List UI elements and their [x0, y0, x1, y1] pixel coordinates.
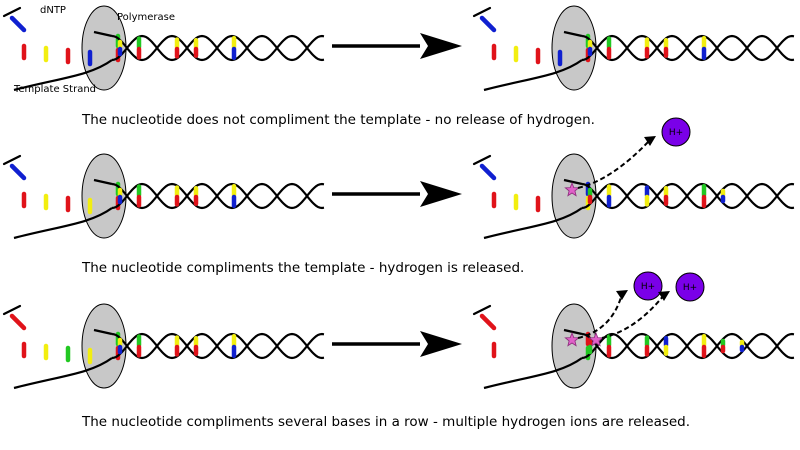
reaction-arrow-head-row-2 [420, 181, 462, 207]
primer-strand-start [563, 30, 583, 38]
dntp-stalk [472, 6, 492, 18]
reaction-arrow-head-row-1 [420, 33, 462, 59]
helix-strand-top [581, 332, 795, 360]
helix-strand-bottom [111, 332, 325, 360]
polymerase-label: Polymerase [117, 12, 175, 23]
hydrogen-ion-label-row-2-1: H+ [669, 128, 683, 138]
helix-strand-top [111, 332, 325, 360]
reaction-arrow-head-row-3 [420, 331, 462, 357]
template-strand-line [483, 207, 583, 240]
release-path-row-3-1 [577, 293, 623, 339]
primer-strand-start [93, 178, 113, 186]
dntp-base [9, 313, 27, 331]
release-spark-row-3-2 [588, 331, 604, 347]
dntp-base [9, 15, 27, 33]
dna-panel-before-row-2 [2, 153, 325, 240]
dna-panel-before-row-3 [2, 303, 325, 390]
dna-panel-before-row-1 [2, 5, 325, 92]
dntp-stalk [472, 304, 492, 316]
dntp-stalk [472, 154, 492, 166]
dntp-stalk [2, 154, 22, 166]
release-arrowhead-row-3-1 [616, 290, 628, 300]
hydrogen-ion-label-row-3-1: H+ [641, 282, 655, 292]
hydrogen-ion-label-row-3-2: H+ [683, 283, 697, 293]
hydrogen-ion-row-3-1 [633, 271, 663, 301]
template-strand-line [13, 207, 113, 240]
dntp-stalk [2, 6, 22, 18]
release-arrowhead-row-3-2 [658, 291, 670, 301]
primer-strand-start [563, 328, 583, 336]
dntp-stalk [2, 304, 22, 316]
template-strand-line [13, 357, 113, 390]
primer-strand-start [93, 328, 113, 336]
dna-panel-after-row-1 [472, 5, 795, 92]
primer-strand-start [563, 178, 583, 186]
helix-strand-bottom [581, 332, 795, 360]
caption-multiple-release: The nucleotide compliments several bases… [81, 414, 690, 430]
helix-strand-bottom [111, 182, 325, 210]
dna-panel-after-row-3 [472, 303, 795, 390]
template-strand-line [483, 357, 583, 390]
primer-strand-start [93, 30, 113, 38]
dntp-base [9, 163, 27, 181]
helix-strand-bottom [581, 182, 795, 210]
diagram-art: H+ H+ H+ [2, 5, 795, 390]
dntp-base [479, 313, 497, 331]
template-strand-label: Template Strand [13, 84, 96, 95]
dntp-base [479, 163, 497, 181]
hydrogen-ion-row-3-2 [675, 272, 705, 302]
release-spark-row-2-1 [564, 181, 580, 197]
caption-single-release: The nucleotide compliments the template … [81, 260, 524, 276]
caption-no-release: The nucleotide does not compliment the t… [81, 112, 595, 128]
helix-strand-bottom [111, 34, 325, 62]
helix-strand-top [581, 182, 795, 210]
release-path-row-3-2 [601, 294, 665, 339]
helix-strand-top [111, 182, 325, 210]
release-arrowhead-row-2-1 [644, 136, 656, 146]
hydrogen-ion-row-2-1 [661, 117, 691, 147]
template-strand-line [13, 59, 113, 92]
helix-strand-bottom [581, 34, 795, 62]
helix-strand-top [111, 34, 325, 62]
dna-panel-after-row-2 [472, 153, 795, 240]
dntp-base [479, 15, 497, 33]
dntp-label: dNTP [40, 5, 66, 16]
template-strand-line [483, 59, 583, 92]
release-spark-row-3-1 [564, 331, 580, 347]
helix-strand-top [581, 34, 795, 62]
